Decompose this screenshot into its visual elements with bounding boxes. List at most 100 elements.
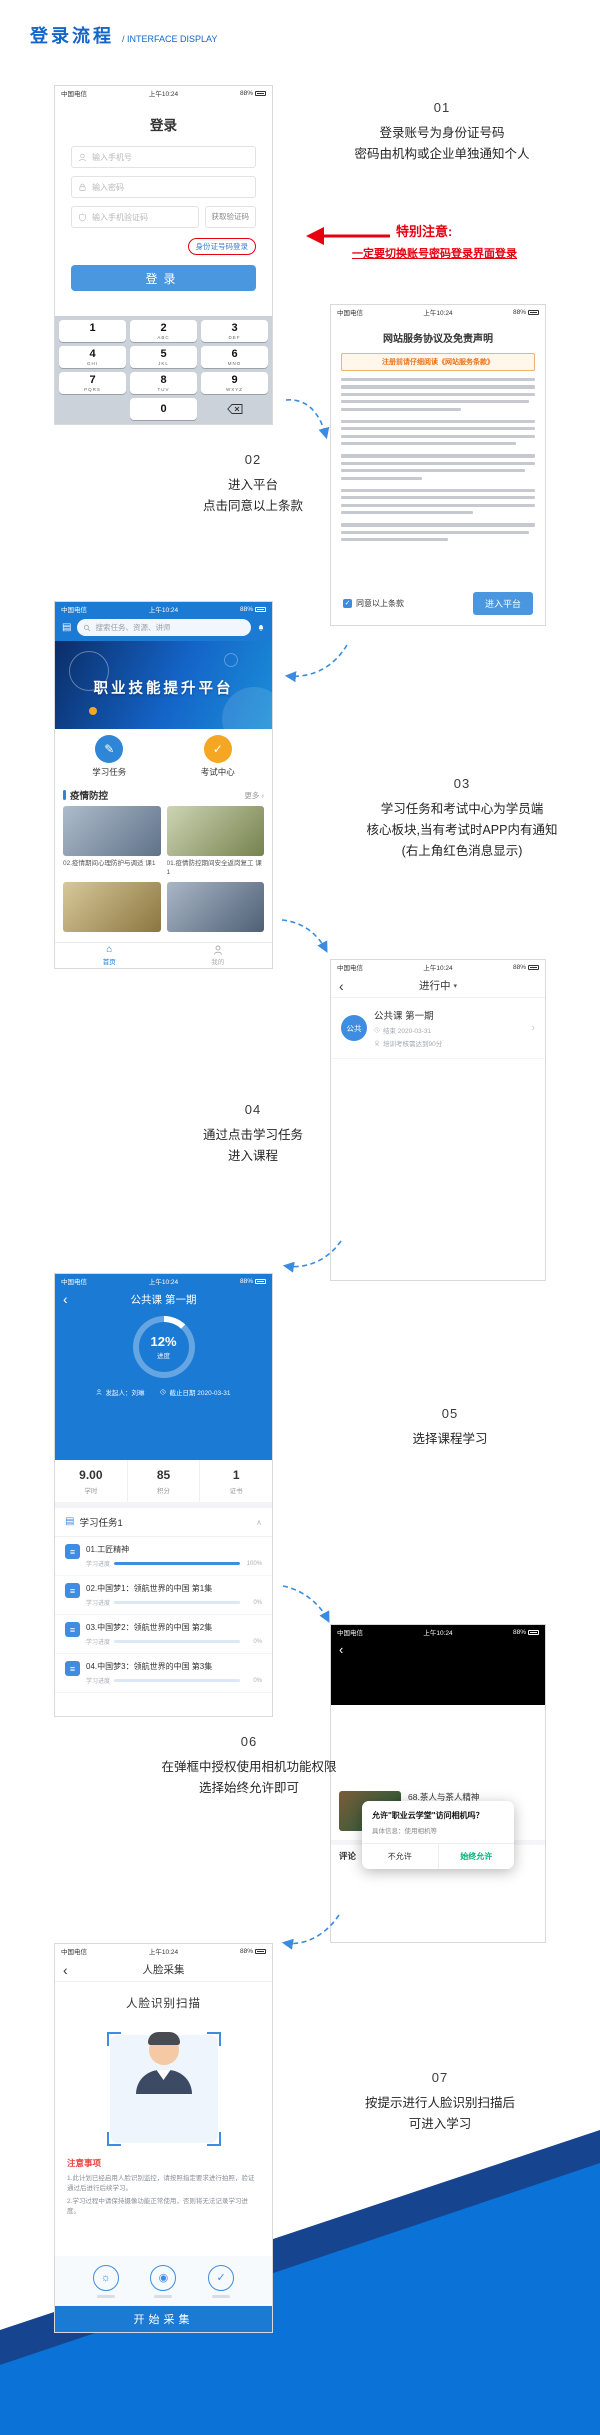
feature-learning-tasks[interactable]: ✎ 学习任务 — [92, 734, 127, 778]
course-thumbnail — [63, 806, 161, 856]
battery-percent: 88% — [512, 1628, 526, 1636]
lesson-item[interactable]: ≡ 01.工匠精神 学习进度 100% — [55, 1537, 272, 1576]
tab-profile[interactable]: 我的 — [164, 943, 273, 968]
document-icon: ≡ — [65, 1544, 80, 1559]
scan-title: 人脸识别扫描 — [126, 1998, 201, 2010]
avatar-body — [135, 2070, 192, 2094]
carrier-label: 中国电信 — [337, 310, 363, 317]
chevron-right-icon: › — [261, 790, 265, 800]
dialog-title: 允许"职业云学堂"访问相机吗？ — [372, 1811, 484, 1820]
back-button[interactable]: ‹ — [63, 1291, 68, 1307]
banner-decoration — [224, 653, 238, 667]
lesson-title: 04.中国梦3：领航世界的中国 第3集 — [86, 1662, 213, 1671]
time-label: 上午10:24 — [148, 91, 179, 98]
grid-icon[interactable]: ▤ — [62, 621, 72, 633]
back-button[interactable]: ‹ — [63, 1961, 68, 1978]
feature-exam-center[interactable]: ✓ 考试中心 — [201, 734, 235, 778]
course-card[interactable]: 01.疫情防控期间安全返岗复工 课1 — [166, 806, 264, 877]
special-note: 特别注意: 一定要切换账号密码登录界面登录 — [352, 221, 568, 261]
course-caption: 02.疫情期间心理防护与调适 课1 — [63, 860, 156, 867]
login-button[interactable]: 登录 — [71, 265, 256, 291]
time-label: 上午10:24 — [423, 310, 453, 317]
always-allow-button[interactable]: 始终允许 — [437, 1844, 515, 1869]
step-02: 02 进入平台 点击同意以上条款 — [202, 452, 303, 513]
status-bar: 中国电信 上午10:24 88% — [331, 305, 545, 319]
lesson-item[interactable]: ≡ 04.中国梦3：领航世界的中国 第3集 学习进度 0% — [55, 1654, 272, 1693]
time-label: 上午10:24 — [148, 1949, 179, 1956]
lesson-progress-bar — [114, 1640, 240, 1643]
banner[interactable]: 职业技能提升平台 — [55, 641, 272, 729]
course-thumbnail — [166, 806, 264, 856]
agree-checkbox[interactable]: ✓ 同意以上条款 — [343, 598, 404, 609]
person-icon — [213, 945, 222, 955]
special-note-text: 一定要切换账号密码登录界面登录 — [352, 248, 517, 260]
search-input[interactable]: 搜索任务、资源、讲师 — [77, 619, 251, 636]
get-code-button[interactable]: 获取验证码 — [204, 206, 256, 228]
check-icon: ✓ — [208, 2264, 235, 2291]
status-bar: 中国电信 上午10:24 88% — [55, 1944, 272, 1958]
id-login-link[interactable]: 身份证号码登录 — [187, 238, 256, 255]
tip-label — [154, 2294, 173, 2298]
backspace-key[interactable] — [201, 398, 268, 420]
progress-ring: 12% 进度 — [132, 1316, 195, 1378]
more-link[interactable]: 更多 › — [244, 790, 265, 800]
feature-label: 学习任务 — [92, 766, 127, 777]
document-icon: ≡ — [65, 1622, 80, 1637]
flow-arrow-1 — [285, 399, 330, 440]
lesson-percent: 0% — [253, 1599, 262, 1606]
tip-light: ☼ — [92, 2264, 119, 2298]
carrier-label: 中国电信 — [337, 1630, 363, 1637]
battery-percent: 88% — [239, 1947, 253, 1955]
tab-home[interactable]: ⌂ 首页 — [55, 943, 164, 968]
battery-icon — [527, 964, 539, 970]
caret-down-icon[interactable]: ▾ — [453, 982, 457, 990]
back-button[interactable]: ‹ — [339, 977, 344, 994]
key-1[interactable]: 1 — [59, 320, 126, 342]
battery-icon — [527, 1629, 539, 1635]
page-header: 登录流程 / INTERFACE DISPLAY — [30, 22, 217, 48]
key-blank — [59, 398, 126, 420]
start-capture-button[interactable]: 开始采集 — [55, 2306, 272, 2332]
battery-percent: 88% — [512, 963, 526, 971]
sms-code-input[interactable]: 输入手机验证码 — [71, 206, 199, 228]
back-button[interactable]: ‹ — [339, 1642, 344, 1657]
deny-button[interactable]: 不允许 — [387, 1852, 412, 1861]
password-input[interactable]: 输入密码 — [71, 176, 256, 198]
enter-platform-button[interactable]: 进入平台 — [472, 592, 533, 615]
task-item[interactable]: 公共 公共课 第一期 结束 2020-03-31 培训考核需达到90分 › — [331, 998, 545, 1059]
course-card[interactable] — [166, 882, 264, 932]
task-group-header[interactable]: ▤ 学习任务1 ∧ — [55, 1508, 272, 1537]
nav-title: 公共课 第一期 — [130, 1293, 197, 1306]
video-player[interactable]: 中国电信 上午10:24 88% ‹ — [331, 1625, 545, 1705]
search-placeholder: 搜索任务、资源、讲师 — [95, 623, 171, 632]
clock-icon — [160, 1389, 167, 1395]
course-card[interactable] — [63, 882, 161, 932]
lesson-item[interactable]: ≡ 03.中国梦2：领航世界的中国 第2集 学习进度 0% — [55, 1615, 272, 1654]
nav-title: 人脸采集 — [142, 1964, 185, 1976]
banner-decoration — [89, 707, 97, 715]
step-07: 07 按提示进行人脸识别扫描后 可进入学习 — [364, 2070, 515, 2131]
phone-input[interactable]: 输入手机号 — [71, 146, 256, 168]
key-0[interactable]: 0 — [130, 398, 197, 420]
notes-title: 注意事项 — [67, 2158, 102, 2168]
shield-icon — [78, 213, 87, 221]
task-requirement: 培训考核需达到90分 — [383, 1041, 443, 1048]
bell-icon[interactable] — [257, 624, 265, 632]
lesson-percent: 0% — [253, 1638, 262, 1645]
collapse-icon[interactable]: ∧ — [256, 1517, 262, 1527]
tab-label: 首页 — [102, 959, 116, 966]
lesson-item[interactable]: ≡ 02.中国梦1：领航世界的中国 第1集 学习进度 0% — [55, 1576, 272, 1615]
lesson-progress-bar — [114, 1601, 240, 1604]
course-card[interactable]: 02.疫情期间心理防护与调适 课1 — [63, 806, 161, 877]
tip-check: ✓ — [208, 2264, 235, 2298]
